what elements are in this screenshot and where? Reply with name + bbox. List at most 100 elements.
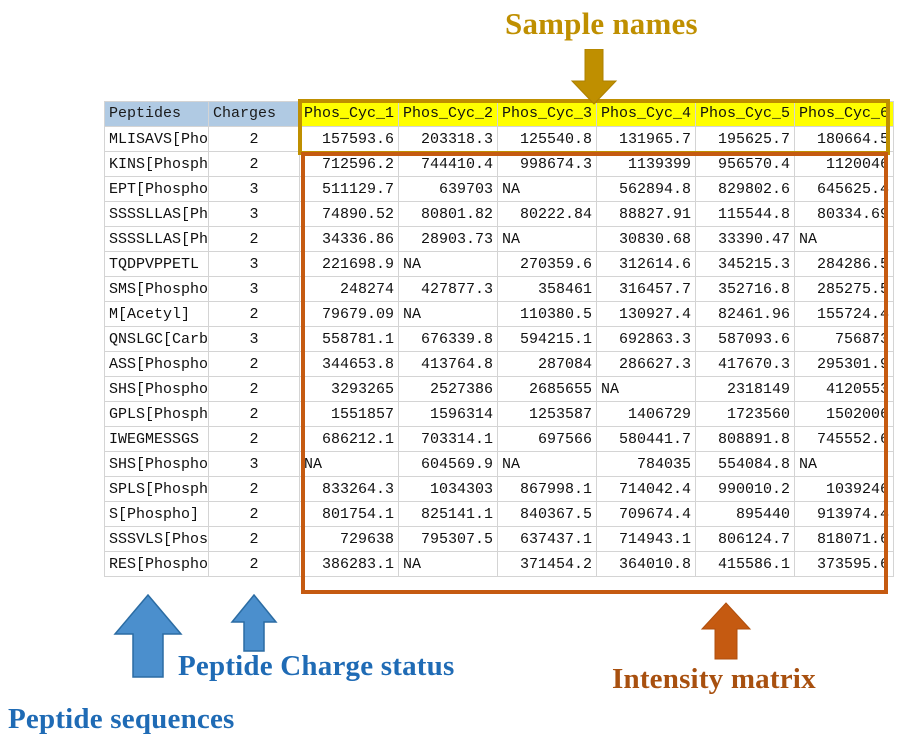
cell-intensity[interactable]: 818071.6 [794, 526, 894, 552]
table-row[interactable]: SSSSLLAS[Phospho]374890.5280801.8280222.… [104, 201, 894, 227]
cell-intensity[interactable]: 1039246 [794, 476, 894, 502]
cell-intensity[interactable]: 511129.7 [299, 176, 399, 202]
cell-intensity[interactable]: NA [794, 451, 894, 477]
cell-intensity[interactable]: 645625.4 [794, 176, 894, 202]
table-row[interactable]: SSSVLS[Phospho]2729638795307.5637437.171… [104, 526, 894, 552]
cell-intensity[interactable]: 286627.3 [596, 351, 696, 377]
cell-intensity[interactable]: 709674.4 [596, 501, 696, 527]
cell-intensity[interactable]: 157593.6 [299, 126, 399, 152]
cell-charge[interactable]: 2 [208, 476, 300, 502]
cell-intensity[interactable]: 1406729 [596, 401, 696, 427]
cell-intensity[interactable]: 686212.1 [299, 426, 399, 452]
cell-intensity[interactable]: NA [497, 451, 597, 477]
cell-intensity[interactable]: 125540.8 [497, 126, 597, 152]
cell-intensity[interactable]: 413764.8 [398, 351, 498, 377]
cell-charge[interactable]: 2 [208, 301, 300, 327]
cell-intensity[interactable]: 558781.1 [299, 326, 399, 352]
cell-intensity[interactable]: 744410.4 [398, 151, 498, 177]
cell-intensity[interactable]: 594215.1 [497, 326, 597, 352]
cell-charge[interactable]: 2 [208, 376, 300, 402]
cell-intensity[interactable]: 270359.6 [497, 251, 597, 277]
cell-intensity[interactable]: 30830.68 [596, 226, 696, 252]
cell-intensity[interactable]: 2527386 [398, 376, 498, 402]
cell-peptide[interactable]: SSSSLLAS[Phospho] [104, 201, 209, 227]
cell-intensity[interactable]: 33390.47 [695, 226, 795, 252]
cell-intensity[interactable]: 998674.3 [497, 151, 597, 177]
cell-intensity[interactable]: 312614.6 [596, 251, 696, 277]
cell-peptide[interactable]: EPT[Phospho] [104, 176, 209, 202]
cell-intensity[interactable]: 415586.1 [695, 551, 795, 577]
cell-intensity[interactable]: 580441.7 [596, 426, 696, 452]
cell-intensity[interactable]: NA [299, 451, 399, 477]
cell-peptide[interactable]: IWEGMESSGS [104, 426, 209, 452]
cell-peptide[interactable]: M[Acetyl] [104, 301, 209, 327]
cell-intensity[interactable]: 637437.1 [497, 526, 597, 552]
cell-peptide[interactable]: ASS[Phospho] [104, 351, 209, 377]
cell-intensity[interactable]: NA [398, 251, 498, 277]
cell-intensity[interactable]: 79679.09 [299, 301, 399, 327]
cell-intensity[interactable]: 180664.5 [794, 126, 894, 152]
cell-intensity[interactable]: 3293265 [299, 376, 399, 402]
cell-intensity[interactable]: 756873 [794, 326, 894, 352]
cell-intensity[interactable]: 1723560 [695, 401, 795, 427]
cell-intensity[interactable]: 784035 [596, 451, 696, 477]
cell-intensity[interactable]: 867998.1 [497, 476, 597, 502]
cell-peptide[interactable]: MLISAVS[Phospho] [104, 126, 209, 152]
table-row[interactable]: KINS[Phospho]2712596.2744410.4998674.311… [104, 151, 894, 177]
cell-charge[interactable]: 2 [208, 551, 300, 577]
cell-intensity[interactable]: 639703 [398, 176, 498, 202]
cell-intensity[interactable]: 203318.3 [398, 126, 498, 152]
cell-peptide[interactable]: SSSSLLAS[Phospho] [104, 226, 209, 252]
cell-intensity[interactable]: 956570.4 [695, 151, 795, 177]
cell-charge[interactable]: 2 [208, 351, 300, 377]
cell-peptide[interactable]: SMS[Phospho] [104, 276, 209, 302]
cell-intensity[interactable]: 155724.4 [794, 301, 894, 327]
cell-intensity[interactable]: 712596.2 [299, 151, 399, 177]
cell-intensity[interactable]: 829802.6 [695, 176, 795, 202]
cell-intensity[interactable]: 80801.82 [398, 201, 498, 227]
cell-peptide[interactable]: QNSLGC[Carbamidomethyl] [104, 326, 209, 352]
cell-intensity[interactable]: 895440 [695, 501, 795, 527]
cell-intensity[interactable]: 795307.5 [398, 526, 498, 552]
cell-intensity[interactable]: 913974.4 [794, 501, 894, 527]
cell-intensity[interactable]: 714042.4 [596, 476, 696, 502]
column-header-sample-3[interactable]: Phos_Cyc_3 [497, 101, 597, 127]
cell-charge[interactable]: 3 [208, 451, 300, 477]
cell-intensity[interactable]: NA [497, 226, 597, 252]
cell-intensity[interactable]: 131965.7 [596, 126, 696, 152]
cell-intensity[interactable]: NA [497, 176, 597, 202]
cell-intensity[interactable]: 248274 [299, 276, 399, 302]
cell-intensity[interactable]: 28903.73 [398, 226, 498, 252]
cell-intensity[interactable]: 74890.52 [299, 201, 399, 227]
cell-charge[interactable]: 2 [208, 151, 300, 177]
cell-intensity[interactable]: 697566 [497, 426, 597, 452]
peptide-intensity-table[interactable]: Peptides Charges Phos_Cyc_1 Phos_Cyc_2 P… [104, 101, 894, 577]
cell-charge[interactable]: 2 [208, 401, 300, 427]
cell-peptide[interactable]: SPLS[Phospho] [104, 476, 209, 502]
cell-intensity[interactable]: 1120046 [794, 151, 894, 177]
cell-intensity[interactable]: 358461 [497, 276, 597, 302]
cell-intensity[interactable]: 130927.4 [596, 301, 696, 327]
cell-intensity[interactable]: 371454.2 [497, 551, 597, 577]
cell-intensity[interactable]: 195625.7 [695, 126, 795, 152]
table-row[interactable]: SSSSLLAS[Phospho]234336.8628903.73NA3083… [104, 226, 894, 252]
cell-intensity[interactable]: 587093.6 [695, 326, 795, 352]
cell-intensity[interactable]: 80334.69 [794, 201, 894, 227]
column-header-peptides[interactable]: Peptides [104, 101, 209, 127]
cell-intensity[interactable]: 80222.84 [497, 201, 597, 227]
cell-charge[interactable]: 3 [208, 201, 300, 227]
cell-charge[interactable]: 2 [208, 501, 300, 527]
cell-intensity[interactable]: 34336.86 [299, 226, 399, 252]
column-header-sample-1[interactable]: Phos_Cyc_1 [299, 101, 399, 127]
cell-intensity[interactable]: 1551857 [299, 401, 399, 427]
cell-peptide[interactable]: RES[Phospho] [104, 551, 209, 577]
cell-intensity[interactable]: 115544.8 [695, 201, 795, 227]
cell-intensity[interactable]: 345215.3 [695, 251, 795, 277]
